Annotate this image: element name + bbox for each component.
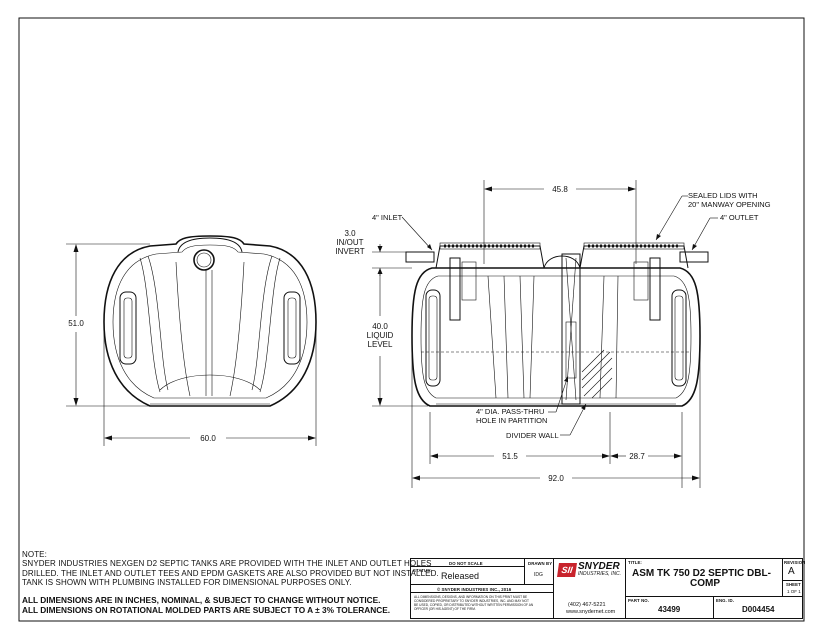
notes-heading: NOTE:: [22, 550, 47, 559]
sheet-label: SHEET: [786, 582, 801, 587]
tolerance-note-line: ALL DIMENSIONS ON ROTATIONAL MOLDED PART…: [22, 604, 391, 615]
do-not-scale-label: DO NOT SCALE: [449, 560, 483, 566]
eng-id-label: ENG. ID.: [716, 598, 734, 603]
invert-dim: 3.0: [344, 229, 356, 238]
revision-label: REVISION: [784, 560, 806, 565]
invert-label-2: INVERT: [335, 247, 364, 256]
inlet-callout: 4" INLET: [372, 213, 403, 222]
tolerance-note-line: ALL DIMENSIONS ARE IN INCHES, NOMINAL, &…: [22, 595, 381, 605]
revision-cell: REVISION A: [783, 559, 806, 581]
liquid-label-1: LIQUID: [367, 331, 394, 340]
liquid-dim: 40.0: [372, 322, 388, 331]
sheet-value: 1 OF 1: [787, 589, 801, 594]
side-width-dim: 60.0: [200, 434, 216, 443]
eng-id-cell: ENG. ID. D004454: [714, 597, 802, 618]
notes-line: TANK IS SHOWN WITH PLUMBING INSTALLED FO…: [22, 578, 352, 588]
disclaimer-line: CONSIDERED PROPRIETARY TO SNYDER INDUSTR…: [414, 599, 529, 603]
partition-outlet-dim: 28.7: [629, 452, 645, 461]
eng-id-value: D004454: [742, 605, 775, 614]
status-cell: STATUS: Released: [411, 567, 525, 585]
liquid-label-2: LEVEL: [368, 340, 393, 349]
front-view-dims: 45.8 3.0 IN/OUT INVERT 40.0 LIQUID LEVEL…: [335, 180, 771, 488]
disclaimer-line: ALL DIMENSIONS, DESIGNS, AND INFORMATION…: [414, 595, 528, 599]
do-not-scale-cell: DO NOT SCALE: [411, 559, 525, 567]
lids-callout-1: SEALED LIDS WITH: [688, 191, 758, 200]
notes-line: SNYDER INDUSTRIES NEXGEN D2 SEPTIC TANKS…: [22, 559, 432, 569]
drawing-title-line-2: COMP: [690, 578, 720, 589]
copyright: © SNYDER INDUSTRIES INC., 2016: [437, 586, 512, 592]
logo-cell: SII SNYDER INDUSTRIES, INC. (402) 467-52…: [554, 559, 626, 618]
disclaimer-line: BE USED, COPIED, OR DISTRIBUTED WITHOUT …: [414, 603, 534, 607]
drawn-by-value: IDG: [534, 572, 543, 578]
inlet-partition-dim: 51.5: [502, 452, 518, 461]
company-name: SNYDER: [578, 561, 620, 572]
phone: (402) 467-5221: [568, 602, 606, 608]
front-view: [405, 242, 709, 407]
side-view-dims: 51.0 60.0: [66, 243, 317, 446]
drawing-title-line-1: ASM TK 750 D2 SEPTIC DBL-: [632, 568, 771, 579]
title-label: TITLE:: [628, 560, 642, 565]
website: www.snydernet.com: [566, 609, 616, 615]
sheet-border: [18, 17, 805, 622]
divider-callout: DIVIDER WALL: [506, 431, 559, 440]
disclaimer-line: OFFICER (OR HIS AGENT) OF THE FIRM.: [414, 607, 476, 611]
sheet-cell: SHEET 1 OF 1: [783, 581, 802, 597]
part-no-label: PART NO.: [628, 598, 650, 603]
title-block: DO NOT SCALE STATUS: Released DRAWN BY I…: [410, 558, 806, 619]
side-height-dim: 51.0: [68, 319, 84, 328]
invert-label-1: IN/OUT: [336, 238, 363, 247]
top-span-dim: 45.8: [552, 185, 568, 194]
part-no-value: 43499: [658, 605, 681, 614]
pass-thru-callout-2: HOLE IN PARTITION: [476, 416, 547, 425]
title-cell: TITLE: ASM TK 750 D2 SEPTIC DBL- COMP: [626, 559, 783, 597]
side-view: [103, 235, 317, 407]
overall-length-dim: 92.0: [548, 474, 564, 483]
status-value: Released: [441, 571, 480, 581]
company-logo: SII SNYDER INDUSTRIES, INC.: [557, 561, 622, 577]
pass-thru-callout-1: 4" DIA. PASS-THRU: [476, 407, 544, 416]
notes-line: DRILLED. THE INLET AND OUTLET TEES AND E…: [22, 568, 439, 578]
notes-block: NOTE: SNYDER INDUSTRIES NEXGEN D2 SEPTIC…: [22, 550, 439, 588]
copyright-cell: © SNYDER INDUSTRIES INC., 2016: [411, 585, 554, 593]
part-no-cell: PART NO. 43499: [626, 597, 714, 618]
drawn-by-cell: DRAWN BY IDG: [525, 559, 554, 585]
outlet-callout: 4" OUTLET: [720, 213, 759, 222]
status-label: STATUS:: [413, 568, 432, 573]
logo-mark: SII: [557, 562, 577, 577]
company-sub: INDUSTRIES, INC.: [578, 571, 622, 577]
tolerance-notes: ALL DIMENSIONS ARE IN INCHES, NOMINAL, &…: [22, 595, 391, 615]
revision-value: A: [788, 566, 795, 577]
disclaimer-cell: ALL DIMENSIONS, DESIGNS, AND INFORMATION…: [411, 593, 554, 618]
drawn-by-label: DRAWN BY: [528, 560, 553, 566]
lids-callout-2: 20" MANWAY OPENING: [688, 200, 771, 209]
